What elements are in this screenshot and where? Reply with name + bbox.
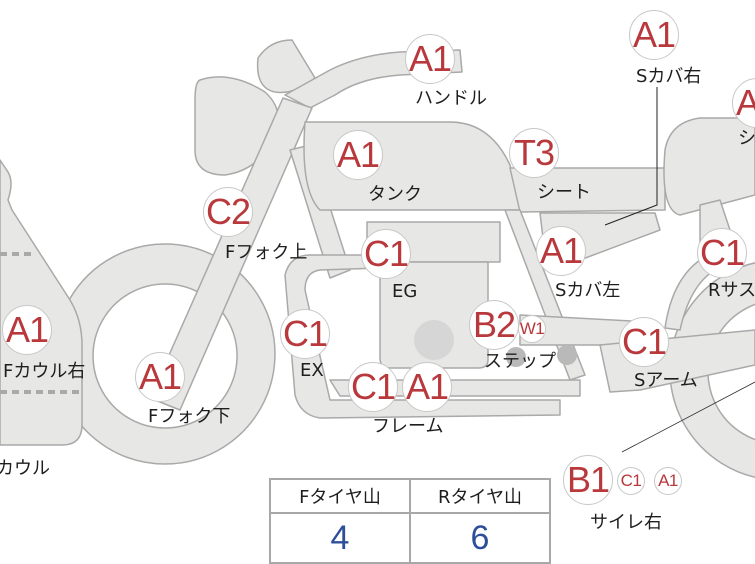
rsus-grade-badge: C1 <box>697 228 747 278</box>
rear-tire-header: Rタイヤ山 <box>409 478 551 514</box>
frame-grade2-badge: A1 <box>402 362 452 412</box>
scover-right-leader <box>604 87 658 226</box>
ffork-upper-label: Fフォク上 <box>225 242 308 263</box>
rsus-label: Rサス <box>708 280 755 301</box>
silencer-grade2-badge: C1 <box>617 467 645 495</box>
seat-label: シート <box>537 182 591 203</box>
seat <box>509 167 666 213</box>
swingarm-label: Sアーム <box>634 370 698 391</box>
front-fork <box>149 97 313 411</box>
front-tire-value: 4 <box>269 512 411 564</box>
tire-tread-table: Fタイヤ山 Rタイヤ山 4 6 <box>269 478 551 564</box>
front-cowl <box>0 159 83 446</box>
fcowl-label: カウル <box>0 458 50 479</box>
tank-grade-badge: A1 <box>333 130 383 180</box>
step-peg-left <box>506 347 526 367</box>
fcowl-right-label: Fカウル右 <box>3 361 86 382</box>
fcowl-right-grade-badge: A1 <box>2 305 52 355</box>
exhaust <box>284 254 561 419</box>
seat-grade-badge: T3 <box>509 128 559 178</box>
silencer-grade3-badge: A1 <box>654 467 682 495</box>
step-peg-right <box>557 345 577 365</box>
engine-grade-badge: C1 <box>361 229 411 279</box>
silencer-leader <box>621 381 755 453</box>
ffork-lower-grade-badge: A1 <box>135 352 185 402</box>
engine-label: EG <box>392 281 418 302</box>
step-grade2-badge: W1 <box>518 315 546 343</box>
scover-left-grade-badge: A1 <box>536 226 586 276</box>
front-tire-header: Fタイヤ山 <box>269 478 411 514</box>
step-label: ステップ <box>484 351 556 372</box>
exhaust-label: EX <box>300 360 324 381</box>
tank-label: タンク <box>368 184 422 205</box>
engine-case <box>414 320 454 360</box>
swingarm-grade-badge: C1 <box>619 317 669 367</box>
seat-cowl-label: シ <box>738 128 755 149</box>
handle-grade-badge: A1 <box>405 34 455 84</box>
rear-tire-value: 6 <box>409 512 551 564</box>
scover-right-label: Sカバ右 <box>636 66 702 87</box>
scover-right-grade-badge: A1 <box>629 10 679 60</box>
frame-grade-badge: C1 <box>348 362 398 412</box>
step-grade-badge: B2 <box>469 300 519 350</box>
silencer-label: サイレ右 <box>590 512 662 533</box>
rear-cowl <box>663 117 755 216</box>
ffork-lower-label: Fフォク下 <box>148 406 231 427</box>
handle-label: ハンドル <box>415 88 487 109</box>
frame-label: フレーム <box>372 416 444 437</box>
silencer-grade-badge: B1 <box>563 455 613 505</box>
exhaust-grade-badge: C1 <box>280 309 330 359</box>
scover-left-label: Sカバ左 <box>555 280 621 301</box>
seat-cowl-grade-badge: A1 <box>732 78 755 128</box>
ffork-upper-grade-badge: C2 <box>203 187 253 237</box>
